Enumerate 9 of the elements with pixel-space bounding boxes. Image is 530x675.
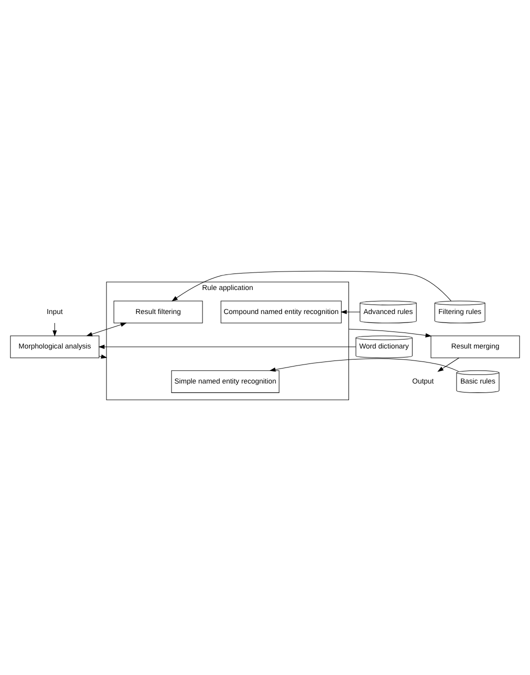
arrow xyxy=(86,322,127,336)
arrow xyxy=(340,310,360,314)
arrow xyxy=(437,358,460,372)
arrow xyxy=(98,354,108,359)
arrow xyxy=(269,358,459,372)
arrow xyxy=(98,344,356,349)
arrow xyxy=(52,322,57,336)
arrow xyxy=(172,270,452,302)
arrow xyxy=(348,328,432,338)
